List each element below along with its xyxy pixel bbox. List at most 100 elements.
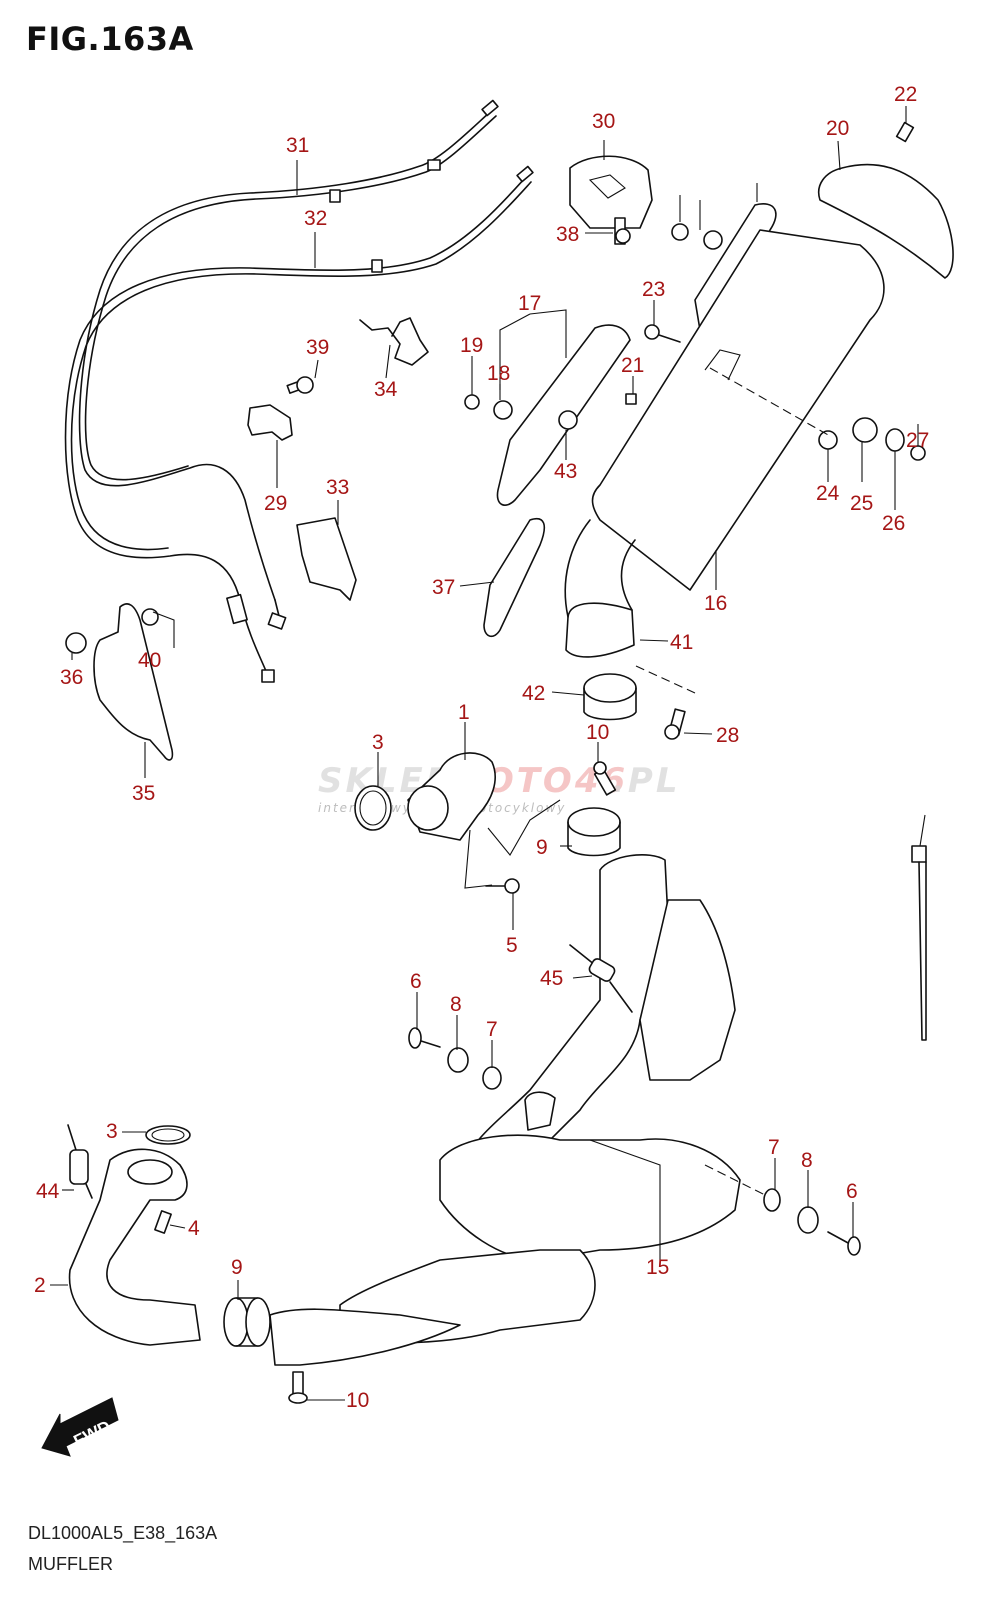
part-8-grommet-lower <box>797 1206 819 1234</box>
callout-23[interactable]: 27 <box>906 429 929 452</box>
forward-arrow-icon: FWD <box>41 1397 119 1457</box>
watermark-brand-domain: .PL <box>612 761 681 801</box>
callout-12[interactable]: 16 <box>704 592 727 615</box>
part-3-gasket-upper <box>354 785 392 831</box>
callout-6-lower[interactable]: 6 <box>846 1180 858 1203</box>
part-5-bolt <box>485 878 520 894</box>
part-25-bracket <box>247 404 293 441</box>
mount-tab <box>524 1091 556 1131</box>
assembly-line <box>709 367 831 437</box>
part-36-collar <box>141 608 159 626</box>
callout-labels: 31 32 39 34 29 33 40 36 35 30 38 20 22 1… <box>34 83 929 1412</box>
part-24-bolt <box>664 708 686 740</box>
part-21-grommet <box>852 417 878 443</box>
callout-34[interactable]: 38 <box>556 223 579 246</box>
callout-31[interactable]: 35 <box>132 782 155 805</box>
part-38-gasket-sleeve <box>583 673 637 703</box>
callout-26[interactable]: 30 <box>592 110 615 133</box>
part-32-nut <box>65 632 87 654</box>
part-45-grommet <box>703 230 723 250</box>
callout-3-lower[interactable]: 3 <box>106 1120 118 1143</box>
part-14-grommet <box>493 400 513 420</box>
callout-10-lower[interactable]: 10 <box>346 1389 369 1412</box>
callout-6-upper[interactable]: 6 <box>410 970 422 993</box>
part-12-muffler-body <box>591 229 885 591</box>
callout-8-lower[interactable]: 8 <box>801 1149 813 1172</box>
callout-38[interactable]: 42 <box>522 682 545 705</box>
callout-35[interactable]: 39 <box>306 336 329 359</box>
part-29-plate <box>296 517 357 601</box>
part-41-sensor <box>569 944 633 1013</box>
callout-3-upper[interactable]: 3 <box>372 731 384 754</box>
part-15-bolt <box>464 394 480 410</box>
callout-39[interactable]: 43 <box>554 460 577 483</box>
callout-29[interactable]: 33 <box>326 476 349 499</box>
callout-30[interactable]: 34 <box>374 378 398 401</box>
part-44-collar <box>671 223 689 241</box>
figure-code: DL1000AL5_E38_163A <box>28 1523 218 1543</box>
part-9-gasket-lower <box>223 1297 271 1347</box>
callout-11[interactable]: 15 <box>646 1256 669 1279</box>
part-8-grommet-upper <box>447 1047 469 1073</box>
callout-27[interactable]: 31 <box>286 134 309 157</box>
callout-37[interactable]: 41 <box>670 631 693 654</box>
callout-32[interactable]: 36 <box>60 666 83 689</box>
callout-20[interactable]: 24 <box>816 482 840 505</box>
part-7-collar-upper <box>482 1066 502 1090</box>
part-7-collar-lower <box>763 1188 781 1212</box>
part-31-heat-guard <box>93 603 174 761</box>
part-37-clamp <box>565 602 635 658</box>
part-6-bolt-upper <box>408 1027 441 1049</box>
callout-24[interactable]: 28 <box>716 724 739 747</box>
part-39-grommet <box>558 410 578 430</box>
part-27-cable <box>78 99 499 630</box>
callout-18[interactable]: 22 <box>894 83 917 106</box>
callout-2[interactable]: 2 <box>34 1274 46 1297</box>
callout-21[interactable]: 25 <box>850 492 873 515</box>
callout-8-upper[interactable]: 8 <box>450 993 462 1016</box>
part-28-cable <box>64 165 534 683</box>
part-35-bolt <box>286 376 314 394</box>
part-3-gasket-lower <box>145 1125 191 1145</box>
callout-4[interactable]: 4 <box>188 1217 200 1240</box>
part-40-sensor <box>67 1124 93 1199</box>
part-10-bolt-upper <box>593 761 617 796</box>
part-33-shield-strip <box>483 518 546 638</box>
part-9-gasket-upper <box>567 807 621 857</box>
callout-22[interactable]: 26 <box>882 512 905 535</box>
part-2-front-pipe <box>68 1148 201 1346</box>
part-17-clip <box>625 393 637 405</box>
callout-7-upper[interactable]: 7 <box>486 1018 498 1041</box>
callout-19[interactable]: 23 <box>642 278 665 301</box>
callout-25[interactable]: 29 <box>264 492 287 515</box>
callout-1[interactable]: 1 <box>458 701 470 724</box>
callout-7-lower[interactable]: 7 <box>768 1136 780 1159</box>
part-18-screw <box>895 121 915 143</box>
callout-13[interactable]: 17 <box>518 292 541 315</box>
callout-17[interactable]: 21 <box>621 354 644 377</box>
part-30-clip <box>359 317 429 366</box>
callout-16[interactable]: 20 <box>826 117 849 140</box>
part-11-rear-pipe-collector <box>269 854 741 1366</box>
callout-14[interactable]: 18 <box>487 362 510 385</box>
callout-9-lower[interactable]: 9 <box>231 1256 243 1279</box>
leader-lines <box>50 106 926 1401</box>
callout-33[interactable]: 37 <box>432 576 455 599</box>
figure-name: MUFFLER <box>28 1554 113 1574</box>
callout-15[interactable]: 19 <box>460 334 483 357</box>
callout-40[interactable]: 44 <box>36 1180 60 1203</box>
part-20-collar <box>818 430 838 450</box>
callout-9-upper[interactable]: 9 <box>536 836 548 859</box>
figure-title: FIG.163A <box>26 20 194 58</box>
callout-41[interactable]: 45 <box>540 967 563 990</box>
callout-5[interactable]: 5 <box>506 934 518 957</box>
callout-28[interactable]: 32 <box>304 207 327 230</box>
part-16-end-cap <box>818 163 954 279</box>
part-34-bolt <box>614 217 631 245</box>
callout-36[interactable]: 40 <box>138 649 161 672</box>
part-6-bolt-lower <box>827 1231 861 1256</box>
callout-10-upper[interactable]: 10 <box>586 721 609 744</box>
part-22-washer <box>885 428 905 452</box>
part-26-plate <box>569 155 653 229</box>
